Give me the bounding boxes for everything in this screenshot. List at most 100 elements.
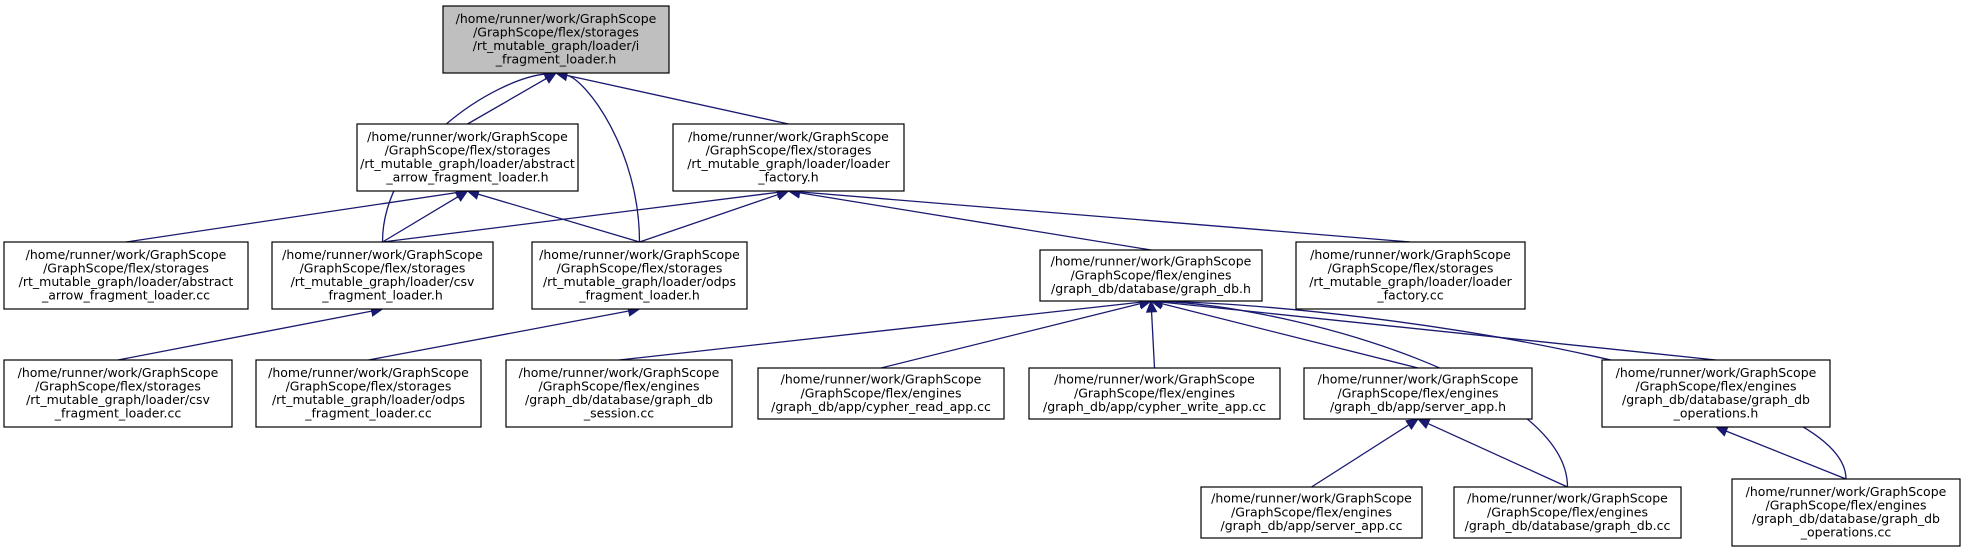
node-label-line: /home/runner/work/GraphScope bbox=[26, 247, 227, 262]
edge-arrowhead bbox=[1416, 418, 1431, 430]
file-node[interactable]: /home/runner/work/GraphScope/GraphScope/… bbox=[757, 367, 1005, 420]
file-node[interactable]: /home/runner/work/GraphScope/GraphScope/… bbox=[271, 241, 494, 310]
file-node[interactable]: /home/runner/work/GraphScope/GraphScope/… bbox=[672, 123, 905, 192]
edge-arrowhead bbox=[454, 190, 469, 202]
node-label-line: _fragment_loader.h bbox=[578, 288, 700, 303]
node-label-line: /GraphScope/flex/storages bbox=[557, 261, 723, 276]
dependency-edge bbox=[1150, 311, 1156, 369]
dependency-edge bbox=[117, 310, 372, 361]
node-label-line: /GraphScope/flex/storages bbox=[35, 379, 201, 394]
node-label-line: _factory.h bbox=[757, 170, 818, 185]
dependency-edge bbox=[1161, 300, 1569, 488]
node-label-line: /rt_mutable_graph/loader/loader bbox=[1309, 274, 1512, 289]
node-label-line: /home/runner/work/GraphScope bbox=[688, 129, 889, 144]
node-label-line: /GraphScope/flex/engines bbox=[1487, 504, 1648, 519]
edge-arrowhead bbox=[1714, 425, 1729, 437]
node-label-line: /home/runner/work/GraphScope bbox=[1051, 254, 1252, 269]
node-label-line: /home/runner/work/GraphScope bbox=[282, 247, 483, 262]
node-label-line: /home/runner/work/GraphScope bbox=[367, 129, 568, 144]
node-label-line: /rt_mutable_graph/loader/loader bbox=[687, 156, 890, 171]
node-box bbox=[255, 359, 482, 428]
file-node[interactable]: /home/runner/work/GraphScope/GraphScope/… bbox=[442, 5, 670, 74]
node-label-line: /rt_mutable_graph/loader/odps bbox=[543, 274, 736, 289]
node-label-line: /GraphScope/flex/engines bbox=[1636, 379, 1797, 394]
file-node[interactable]: /home/runner/work/GraphScope/GraphScope/… bbox=[1601, 359, 1831, 428]
node-label-line: /GraphScope/flex/engines bbox=[1071, 267, 1232, 282]
node-label-line: /graph_db/app/server_app.h bbox=[1330, 399, 1506, 414]
dependency-edge bbox=[467, 77, 547, 125]
node-label-line: /GraphScope/flex/engines bbox=[539, 379, 700, 394]
node-label-line: /GraphScope/flex/storages bbox=[43, 261, 209, 276]
node-box bbox=[1295, 241, 1526, 310]
node-label-line: /home/runner/work/GraphScope bbox=[1467, 491, 1668, 506]
dependency-edge bbox=[639, 193, 779, 243]
node-label-line: /rt_mutable_graph/loader/i bbox=[473, 38, 640, 53]
dependency-edge bbox=[1311, 424, 1410, 488]
file-node[interactable]: /home/runner/work/GraphScope/GraphScope/… bbox=[255, 359, 482, 428]
node-label-line: /home/runner/work/GraphScope bbox=[268, 365, 469, 380]
file-node[interactable]: /home/runner/work/GraphScope/GraphScope/… bbox=[1039, 249, 1263, 302]
node-box bbox=[356, 123, 579, 192]
node-box bbox=[1601, 359, 1831, 428]
node-label-line: _factory.cc bbox=[1376, 288, 1443, 303]
node-box bbox=[271, 241, 494, 310]
node-label-line: /GraphScope/flex/engines bbox=[801, 385, 962, 400]
dependency-edge bbox=[1161, 303, 1419, 369]
node-label-line: /graph_db/database/graph_db bbox=[525, 392, 713, 407]
dependency-edge bbox=[618, 301, 1141, 361]
node-label-line: _operations.cc bbox=[1800, 525, 1892, 540]
node-box bbox=[1453, 486, 1682, 539]
node-label-line: _fragment_loader.h bbox=[495, 52, 617, 67]
node-label-line: /rt_mutable_graph/loader/csv bbox=[26, 392, 210, 407]
file-node[interactable]: /home/runner/work/GraphScope/GraphScope/… bbox=[1028, 367, 1281, 420]
dependency-edge bbox=[1427, 422, 1568, 488]
edge-arrowhead bbox=[1405, 418, 1420, 431]
node-box bbox=[757, 367, 1005, 420]
file-node[interactable]: /home/runner/work/GraphScope/GraphScope/… bbox=[1303, 367, 1533, 420]
node-label-line: _fragment_loader.cc bbox=[304, 406, 432, 421]
dependency-edge bbox=[799, 192, 1152, 251]
node-label-line: _fragment_loader.cc bbox=[54, 406, 182, 421]
file-node[interactable]: /home/runner/work/GraphScope/GraphScope/… bbox=[356, 123, 579, 192]
dependency-edge bbox=[382, 191, 778, 243]
node-label-line: /GraphScope/flex/storages bbox=[1328, 261, 1494, 276]
file-node[interactable]: /home/runner/work/GraphScope/GraphScope/… bbox=[1295, 241, 1526, 310]
node-label-line: /home/runner/work/GraphScope bbox=[1746, 484, 1947, 499]
node-box bbox=[531, 241, 748, 310]
node-label-line: /graph_db/app/server_app.cc bbox=[1221, 518, 1403, 533]
node-label-line: /home/runner/work/GraphScope bbox=[1211, 491, 1412, 506]
node-label-line: /GraphScope/flex/storages bbox=[300, 261, 466, 276]
root-node-box bbox=[442, 5, 670, 74]
dependency-edge bbox=[1725, 430, 1847, 480]
node-label-line: /home/runner/work/GraphScope bbox=[1054, 372, 1255, 387]
node-label-line: /GraphScope/flex/engines bbox=[1074, 385, 1235, 400]
node-label-line: /home/runner/work/GraphScope bbox=[539, 247, 740, 262]
node-label-line: /rt_mutable_graph/loader/abstract bbox=[360, 156, 575, 171]
node-box bbox=[3, 241, 249, 310]
node-label-line: /graph_db/database/graph_db bbox=[1752, 511, 1940, 526]
file-node[interactable]: /home/runner/work/GraphScope/GraphScope/… bbox=[531, 241, 748, 310]
edge-arrowhead bbox=[1145, 299, 1158, 313]
file-node[interactable]: /home/runner/work/GraphScope/GraphScope/… bbox=[505, 359, 733, 428]
dependency-edge bbox=[1161, 301, 1717, 361]
file-node[interactable]: /home/runner/work/GraphScope/GraphScope/… bbox=[1731, 478, 1961, 547]
node-label-line: /home/runner/work/GraphScope bbox=[1616, 365, 1817, 380]
dependency-edge bbox=[382, 196, 459, 243]
file-node[interactable]: /home/runner/work/GraphScope/GraphScope/… bbox=[1200, 486, 1423, 539]
node-label-line: /GraphScope/flex/engines bbox=[1766, 498, 1927, 513]
file-node[interactable]: /home/runner/work/GraphScope/GraphScope/… bbox=[3, 241, 249, 310]
file-node[interactable]: /home/runner/work/GraphScope/GraphScope/… bbox=[1453, 486, 1682, 539]
dependency-edge bbox=[566, 74, 641, 243]
node-label-line: /home/runner/work/GraphScope bbox=[18, 365, 219, 380]
node-box bbox=[672, 123, 905, 192]
dependency-edge bbox=[477, 193, 640, 243]
node-label-line: _arrow_fragment_loader.h bbox=[385, 170, 548, 185]
node-label-line: /GraphScope/flex/engines bbox=[1338, 385, 1499, 400]
node-label-line: /graph_db/app/cypher_write_app.cc bbox=[1043, 399, 1266, 414]
node-label-line: /GraphScope/flex/engines bbox=[1231, 504, 1392, 519]
node-label-line: /rt_mutable_graph/loader/abstract bbox=[19, 274, 234, 289]
node-box bbox=[505, 359, 733, 428]
file-node[interactable]: /home/runner/work/GraphScope/GraphScope/… bbox=[3, 359, 233, 428]
node-label-line: /GraphScope/flex/storages bbox=[385, 143, 551, 158]
